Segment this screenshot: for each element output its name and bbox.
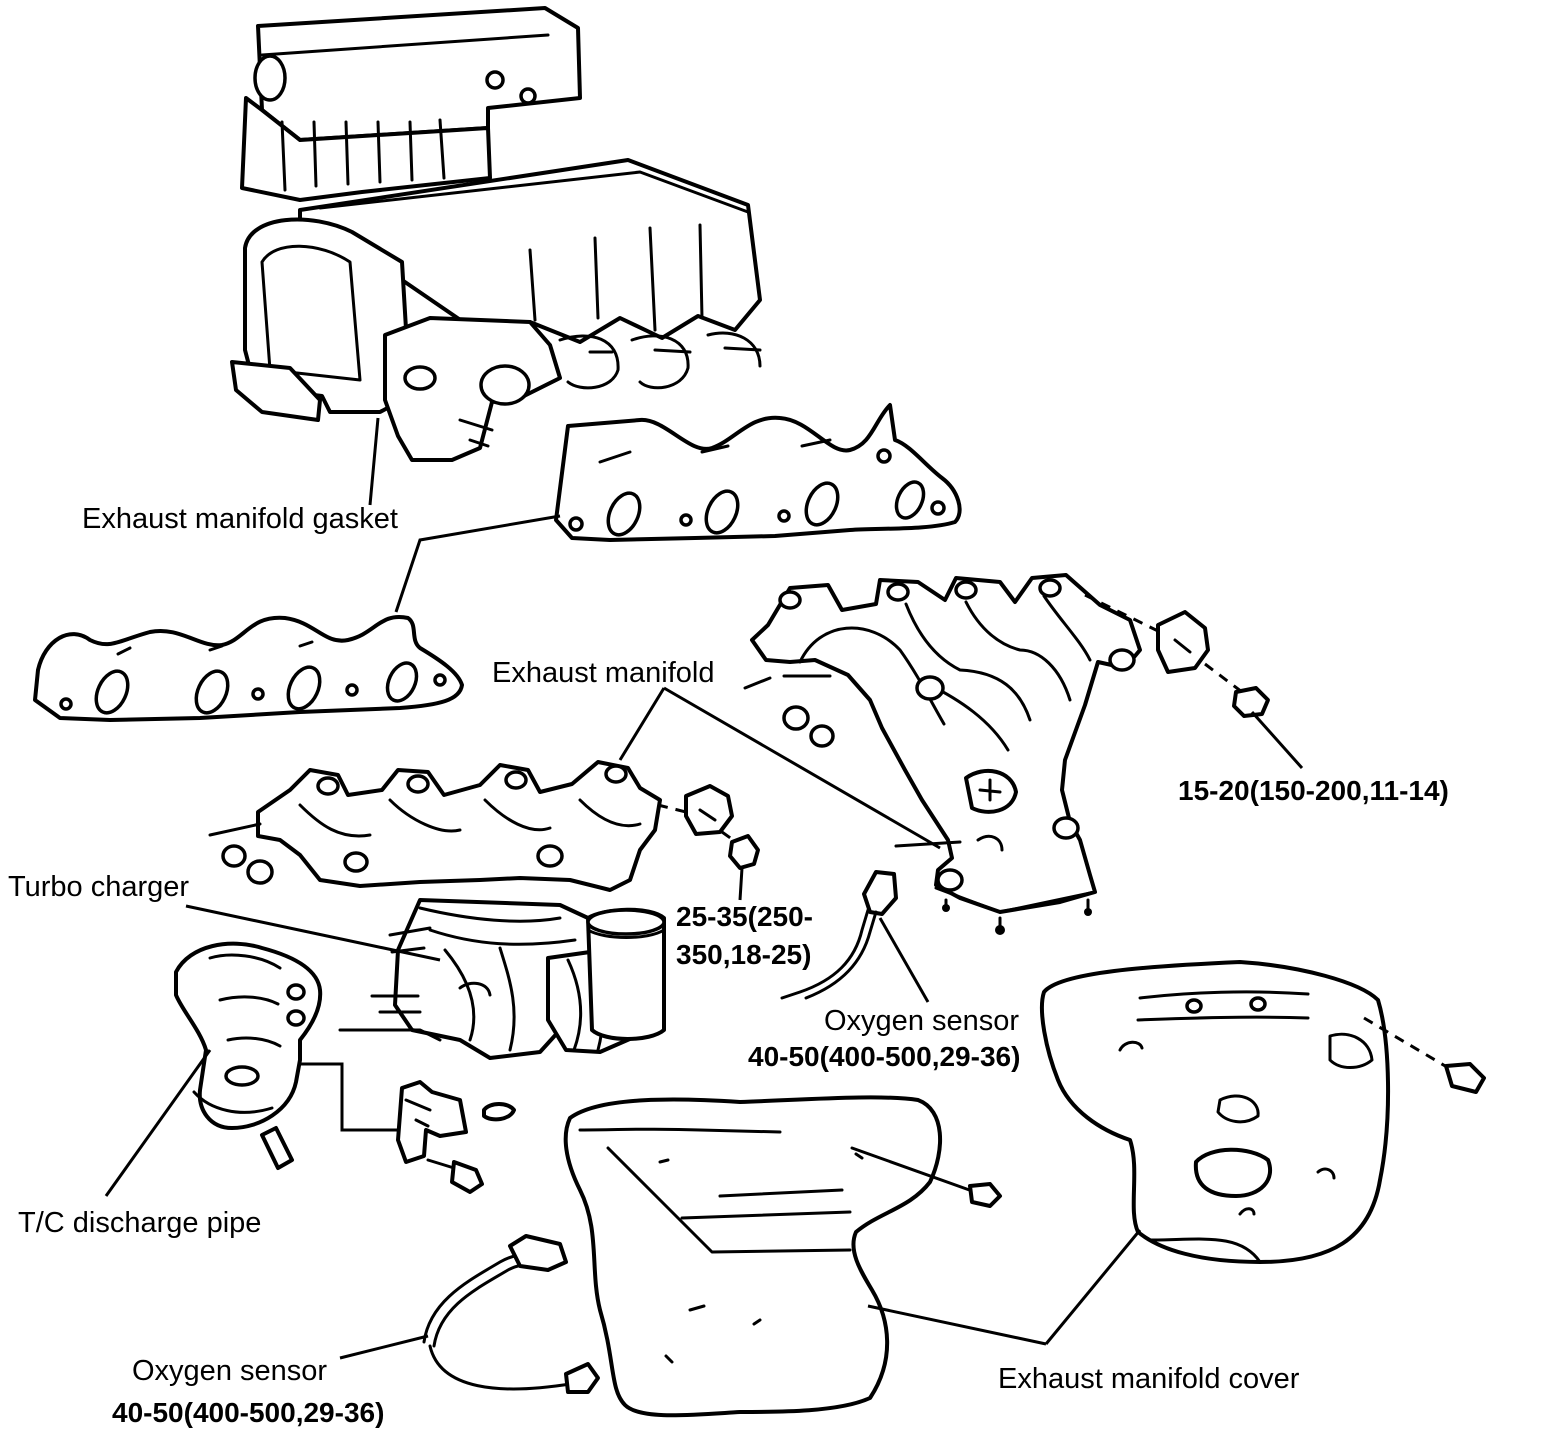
exhaust-manifold-cover-front: [563, 1095, 1002, 1418]
gasket-leader-line: [394, 514, 561, 613]
oxygen-sensor-lower-leader: [339, 1334, 429, 1360]
tc-discharge-pipe: [174, 941, 398, 1170]
label-oxygen-sensor-lower: Oxygen sensor: [132, 1355, 327, 1387]
label-torque-turbo-line2: 350,18-25): [676, 939, 811, 970]
tc-discharge-pipe-leader: [104, 1049, 212, 1197]
turbo-charger: [338, 898, 666, 1060]
label-turbo-charger: Turbo charger: [8, 871, 189, 903]
exhaust-manifold-right: [743, 573, 1304, 935]
oxygen-sensor-upper: [780, 840, 962, 1003]
oxygen-sensor-lower: [422, 1234, 600, 1394]
exhaust-manifold-leader-right: [663, 686, 941, 850]
label-tc-discharge-pipe: T/C discharge pipe: [18, 1207, 261, 1239]
label-oxygen-sensor-upper: Oxygen sensor: [824, 1005, 1019, 1037]
label-exhaust-manifold-gasket: Exhaust manifold gasket: [82, 503, 398, 535]
mounting-bracket: [396, 1080, 516, 1194]
exhaust-manifold-left: [208, 760, 760, 901]
exhaust-manifold-gasket-lower: [33, 614, 464, 722]
exhaust-manifold-leader-left: [618, 687, 666, 761]
label-exhaust-manifold-cover: Exhaust manifold cover: [998, 1363, 1300, 1395]
exhaust-manifold-cover-leader: [867, 1304, 1047, 1346]
label-exhaust-manifold: Exhaust manifold: [492, 657, 714, 689]
label-oxygen-sensor-lower-torque: 40-50(400-500,29-36): [112, 1397, 384, 1428]
turbo-charger-leader: [185, 904, 441, 962]
engine-block: [230, 6, 762, 506]
label-torque-turbo-line1: 25-35(250-: [676, 901, 813, 932]
label-oxygen-sensor-upper-torque: 40-50(400-500,29-36): [748, 1041, 1020, 1072]
exhaust-manifold-gasket-upper: [554, 403, 962, 542]
label-torque-upper-right: 15-20(150-200,11-14): [1178, 775, 1449, 806]
exhaust-manifold-cover-rear: [1040, 960, 1486, 1345]
